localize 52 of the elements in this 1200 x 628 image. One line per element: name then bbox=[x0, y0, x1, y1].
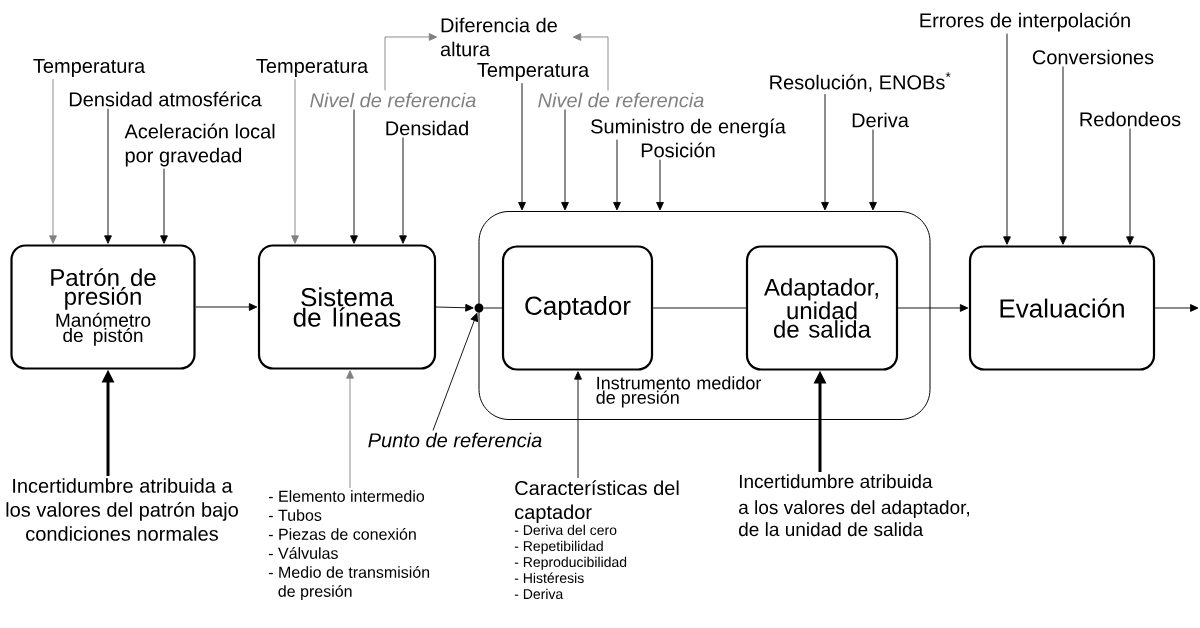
input-label: Deriva bbox=[852, 112, 909, 128]
input-label: Temperatura bbox=[256, 59, 369, 77]
process-box: Patrón de presión Manómetro de pistón bbox=[10, 244, 196, 370]
arrow bbox=[350, 109, 358, 244]
input-label: Conversiones bbox=[1032, 49, 1154, 65]
arrow bbox=[384, 33, 438, 91]
input-label: Nivel de referencia bbox=[538, 92, 704, 108]
arrow bbox=[574, 371, 582, 479]
arrow bbox=[869, 129, 877, 211]
arrow bbox=[1126, 128, 1134, 245]
input-label: Densidad atmosférica bbox=[69, 91, 262, 107]
note-text: - Elemento intermedio - Tubos - Piezas de conexión - Válvulas - Medio de transmisión de presión bbox=[268, 490, 430, 601]
connector-line bbox=[483, 307, 503, 309]
process-box: Adaptador, unidad de salida bbox=[745, 245, 899, 371]
arrow bbox=[49, 78, 57, 244]
input-label: Aceleración local por gravedad bbox=[124, 123, 275, 167]
arrow bbox=[656, 159, 664, 211]
arrow bbox=[291, 78, 299, 244]
note-text: Incertidumbre atribuida a los valores del adaptador, de la unidad de salida bbox=[739, 474, 969, 537]
input-label: Temperatura bbox=[477, 63, 590, 81]
note-text: Punto de referencia bbox=[368, 432, 542, 448]
arrow bbox=[1059, 66, 1067, 245]
input-label: Temperatura bbox=[33, 59, 146, 77]
input-label: Redondeos bbox=[1080, 111, 1181, 127]
note-text: Características del captador - Deriva del cero - Repetibilidad - Reproducibilidad - Histéresis - Deriva bbox=[514, 480, 679, 600]
input-label: Suministro de energía bbox=[591, 118, 786, 138]
arrow bbox=[1154, 304, 1199, 312]
arrow bbox=[346, 370, 354, 489]
arrow bbox=[821, 93, 829, 211]
input-label: Posición bbox=[641, 142, 715, 158]
arrow bbox=[160, 168, 168, 244]
input-label: Nivel de referencia bbox=[310, 92, 476, 108]
arrow bbox=[897, 304, 969, 312]
arrow bbox=[435, 303, 474, 312]
process-box: Evaluación bbox=[968, 245, 1156, 371]
input-label: Resolución, ENOBs$^{*}$ bbox=[770, 72, 951, 92]
leader-line bbox=[432, 313, 478, 431]
arrow bbox=[572, 33, 609, 91]
arrow bbox=[1003, 33, 1011, 245]
arrow bbox=[104, 108, 112, 244]
note-text: Incertidumbre atribuida a los valores del patrón bajo condiciones normales bbox=[6, 478, 238, 541]
process-box: Sistema de líneas bbox=[257, 244, 437, 370]
arrow bbox=[518, 82, 526, 211]
input-label: Diferencia de altura bbox=[440, 17, 557, 57]
arrow bbox=[613, 139, 621, 211]
arrow bbox=[399, 137, 407, 244]
process-box: Captador bbox=[501, 245, 654, 371]
connector-line bbox=[652, 307, 747, 309]
input-label: Densidad bbox=[386, 120, 468, 136]
arrow bbox=[561, 109, 569, 211]
input-label: Errores de interpolación bbox=[920, 12, 1130, 32]
arrow bbox=[195, 303, 258, 311]
